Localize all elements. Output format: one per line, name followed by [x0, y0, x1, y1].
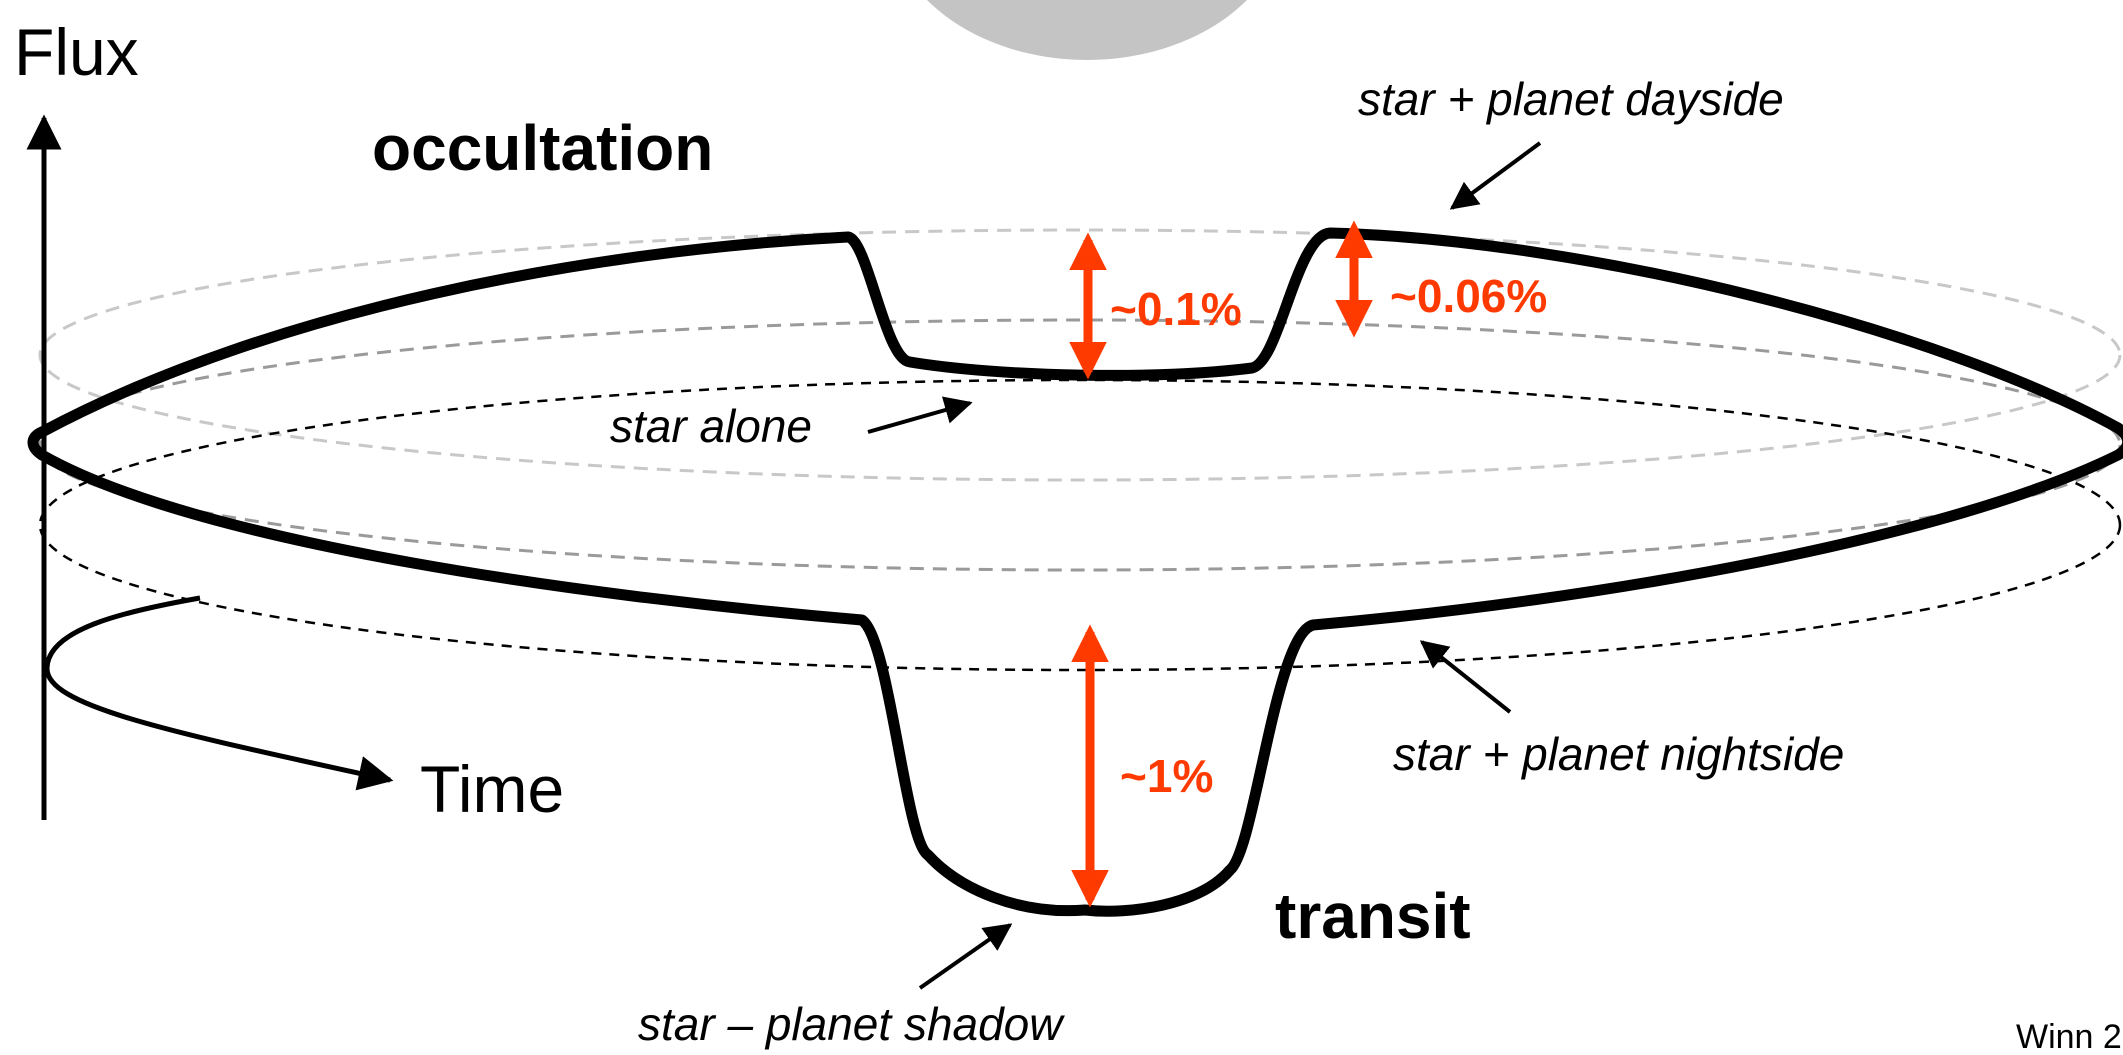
planet-disk	[927, 0, 1247, 60]
nightside-pointer-arrow	[1419, 640, 1512, 714]
star-alone-annotation: star alone	[610, 400, 812, 452]
occultation-depth-label: ~0.1%	[1110, 283, 1242, 335]
dayside-annotation: star + planet dayside	[1358, 73, 1784, 125]
nightside-annotation: star + planet nightside	[1393, 728, 1844, 780]
flux-axis-label: Flux	[14, 15, 139, 89]
orbit-ring-light	[38, 228, 2122, 482]
dayside-difference-label: ~0.06%	[1390, 270, 1547, 322]
transit-depth-label: ~1%	[1120, 750, 1213, 802]
credit-label: Winn 2	[2016, 1018, 2122, 1055]
star-alone-pointer-arrow	[867, 396, 973, 434]
shadow-pointer-arrow	[918, 923, 1013, 990]
occultation-label: occultation	[372, 112, 713, 184]
shadow-annotation: star – planet shadow	[638, 998, 1065, 1050]
time-axis-label: Time	[420, 752, 564, 826]
dayside-pointer-arrow	[1449, 141, 1542, 210]
transit-label: transit	[1275, 880, 1471, 952]
orbit-ring-dark	[38, 378, 2122, 672]
light-curve	[27, 227, 2123, 917]
time-arrow	[44, 595, 394, 791]
